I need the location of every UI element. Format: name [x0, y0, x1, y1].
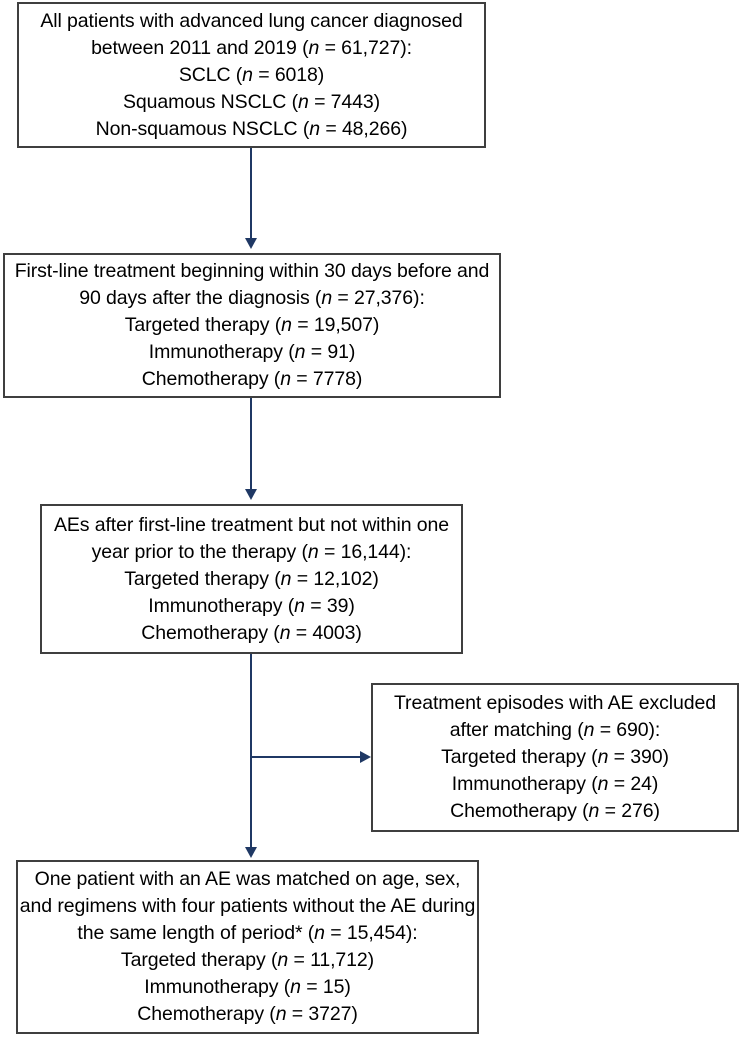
- connector-cohort-to-firstline: [250, 148, 252, 246]
- box-line: Treatment episodes with AE excluded afte…: [393, 692, 717, 741]
- box-line: First-line treatment beginning within 30…: [14, 260, 490, 309]
- box-line: Immunotherapy (n = 15): [144, 976, 351, 998]
- arrowhead-down-icon: [245, 238, 257, 249]
- box-line: Immunotherapy (n = 91): [148, 341, 356, 363]
- arrowhead-down-icon: [245, 847, 257, 858]
- connector-ae-to-excluded: [250, 756, 366, 758]
- connector-ae-to-matched: [250, 654, 252, 854]
- arrowhead-down-icon: [245, 489, 257, 500]
- all-patients-box: All patients with advanced lung cancer d…: [17, 2, 486, 148]
- connector-firstline-to-ae: [250, 398, 252, 496]
- excluded-episodes-box: Treatment episodes with AE excluded afte…: [371, 683, 739, 832]
- matched-cohort-box: One patient with an AE was matched on ag…: [16, 860, 479, 1034]
- box-line: Chemotherapy (n = 276): [450, 800, 660, 822]
- box-line: Immunotherapy (n = 39): [148, 594, 355, 617]
- box-line: SCLC (n = 6018): [178, 63, 325, 86]
- box-line: Targeted therapy (n = 12,102): [124, 567, 379, 590]
- box-line: Non-squamous NSCLC (n = 48,266): [95, 117, 408, 140]
- box-line: Chemotherapy (n = 7778): [141, 368, 363, 390]
- box-line: Chemotherapy (n = 3727): [137, 1003, 358, 1025]
- box-line: One patient with an AE was matched on ag…: [19, 868, 476, 944]
- box-line: AEs after first-line treatment but not w…: [53, 513, 450, 563]
- box-line: Squamous NSCLC (n = 7443): [122, 90, 381, 113]
- box-line: All patients with advanced lung cancer d…: [40, 9, 463, 59]
- first-line-treatment-box: First-line treatment beginning within 30…: [3, 253, 501, 398]
- adverse-events-box: AEs after first-line treatment but not w…: [40, 504, 463, 654]
- box-line: Immunotherapy (n = 24): [451, 773, 659, 795]
- box-line: Targeted therapy (n = 390): [441, 746, 669, 768]
- box-line: Chemotherapy (n = 4003): [141, 621, 362, 644]
- arrowhead-right-icon: [360, 751, 371, 763]
- box-line: Targeted therapy (n = 11,712): [120, 949, 375, 971]
- box-line: Targeted therapy (n = 19,507): [124, 314, 380, 336]
